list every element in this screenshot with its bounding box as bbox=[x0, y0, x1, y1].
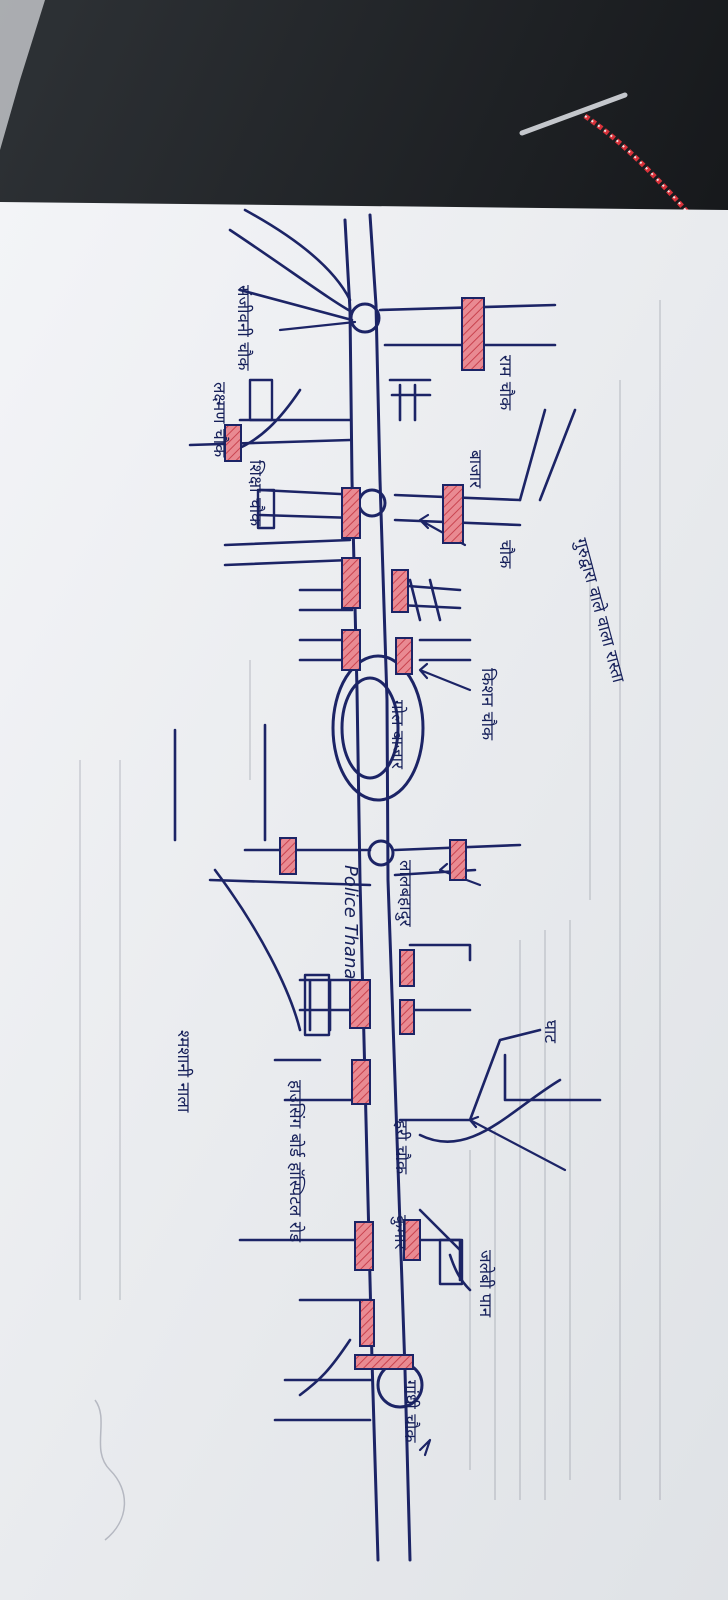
label-lalbahadur: लालबहादुर bbox=[395, 860, 415, 928]
label-shamli-nala: श्मशानी नाला bbox=[173, 1030, 194, 1113]
label-police-thana: Police Thana bbox=[340, 865, 361, 979]
label-hospital-road: हाउसिंग बोर्ड हॉस्पिटल रोड bbox=[285, 1080, 306, 1243]
faint-printed-text bbox=[79, 300, 661, 1500]
shop-block bbox=[279, 837, 297, 875]
shop-block bbox=[341, 557, 361, 609]
highlighted-shops bbox=[224, 297, 485, 1370]
roundabouts bbox=[331, 302, 425, 1409]
shop-block bbox=[341, 629, 361, 671]
shop-block bbox=[351, 1059, 371, 1105]
label-temple-ram: राम चौक bbox=[495, 355, 516, 411]
shop-block bbox=[354, 1221, 374, 1271]
label-gandhi-chowk: गांधी चौक bbox=[400, 1380, 421, 1443]
label-kishan-chowk: किशन चौक bbox=[477, 668, 498, 741]
shop-block bbox=[403, 1219, 421, 1261]
shop-block bbox=[461, 297, 485, 371]
label-laxman-chowk: लक्ष्मण चौक bbox=[209, 382, 230, 458]
label-market: बाजार bbox=[465, 450, 485, 489]
shop-block bbox=[391, 569, 409, 613]
shop-block bbox=[354, 1354, 414, 1370]
pin-and-thread bbox=[519, 92, 692, 217]
label-jalebi-pan: जलेबी पान bbox=[475, 1250, 496, 1318]
label-kumar: कुमार bbox=[390, 1215, 410, 1251]
desk-corner-light bbox=[0, 0, 45, 150]
label-hari-chowk: हरी चौक bbox=[391, 1120, 412, 1175]
map-labels: राम चौक बाजार चौक गुरुद्वारा वाले वाला र… bbox=[173, 285, 629, 1443]
outlined-buildings bbox=[248, 378, 464, 1286]
shop-block bbox=[399, 999, 415, 1035]
shop-block bbox=[442, 484, 464, 544]
shop-block bbox=[349, 979, 371, 1029]
label-golbazar: गोल बाजार bbox=[387, 700, 408, 770]
signature-scribble bbox=[94, 1399, 126, 1541]
shop-block bbox=[399, 949, 415, 987]
shop-block bbox=[359, 1299, 375, 1347]
label-shiksha-chowk: शिक्षा चौक bbox=[245, 460, 266, 527]
shop-block bbox=[449, 839, 467, 881]
label-sanjivani-chowk: संजीवनी चौक bbox=[233, 285, 254, 371]
paper-sheet bbox=[0, 202, 728, 1600]
label-karmanchi-chowk: चौक bbox=[495, 540, 516, 569]
shop-block bbox=[395, 637, 413, 675]
shop-block bbox=[224, 424, 242, 462]
label-ghat: घाट bbox=[540, 1020, 560, 1043]
shop-block bbox=[341, 487, 361, 539]
side-roads bbox=[173, 208, 602, 1422]
